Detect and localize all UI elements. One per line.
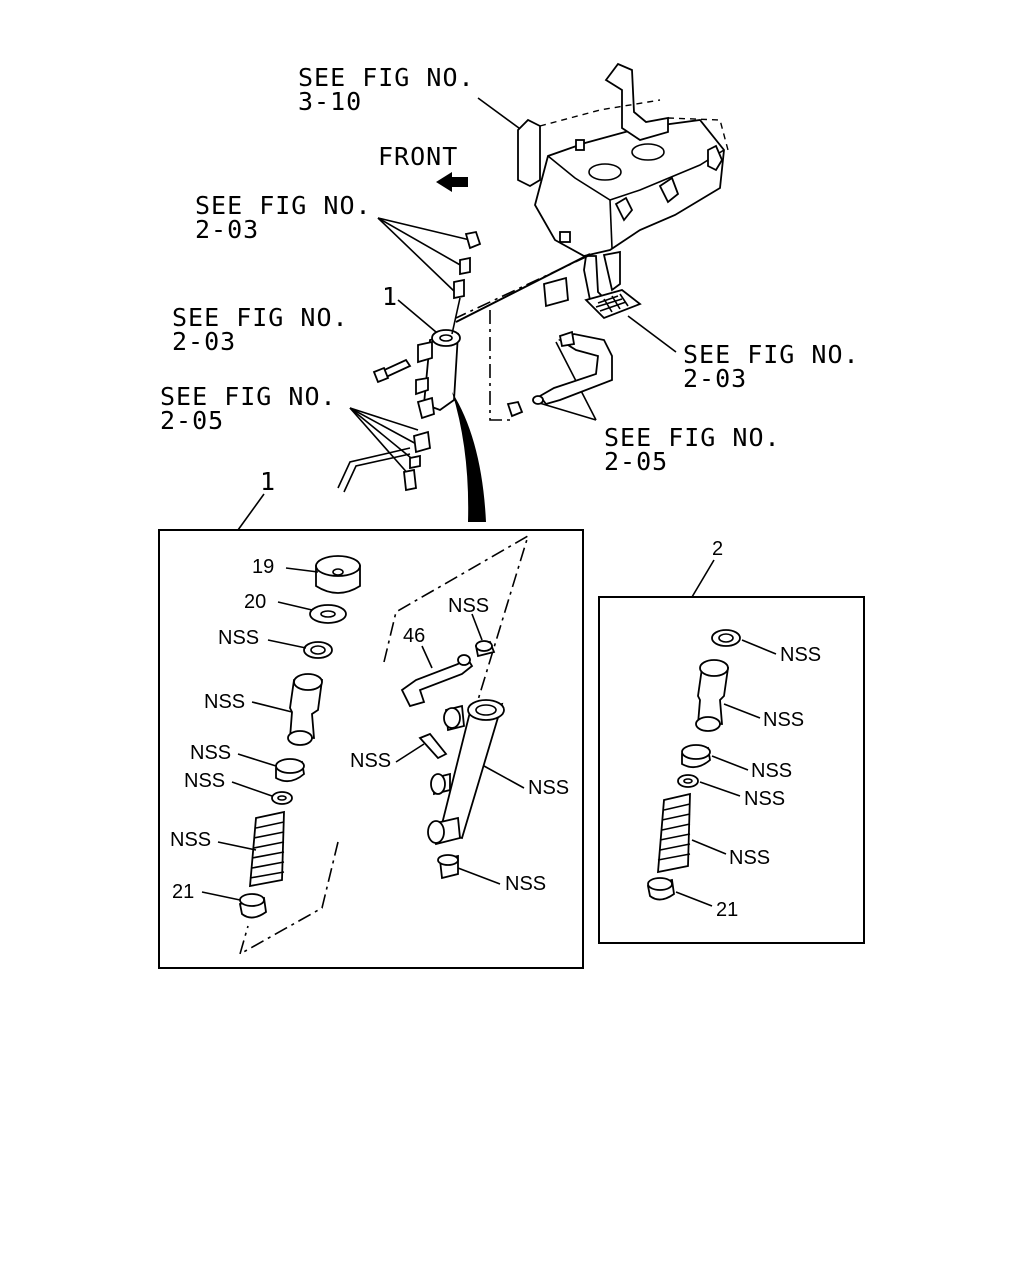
box1-cylinder-body xyxy=(400,640,505,880)
leaders-fig-2-05-left xyxy=(349,407,421,477)
ref-fig-2-03-top[interactable]: SEE FIG NO. 2-03 xyxy=(195,191,372,244)
push-rod xyxy=(455,253,591,323)
label-nss-box1-top: NSS xyxy=(448,595,489,617)
front-arrow-icon xyxy=(436,172,468,192)
label-nss-box2-d: NSS xyxy=(744,788,785,810)
front-indicator: FRONT xyxy=(378,142,468,192)
leader-fig-2-03-right xyxy=(627,315,677,353)
ref-fig-2-03-right[interactable]: SEE FIG NO. 2-03 xyxy=(683,340,860,393)
box1-labels: 19 20 NSS NSS NSS NSS NSS 21 NSS 46 NSS … xyxy=(170,556,569,903)
ref-fig-2-03-mid-title: SEE FIG NO. xyxy=(172,303,349,332)
label-part-46: 46 xyxy=(403,625,425,647)
detail-box-1 xyxy=(158,529,584,969)
callout-main-assembly: 1 xyxy=(382,282,398,311)
ref-fig-3-10-title: SEE FIG NO. xyxy=(298,63,475,92)
leader-main-assembly xyxy=(397,299,437,333)
box2-labels: NSS NSS NSS NSS NSS 21 xyxy=(675,639,821,921)
ref-fig-2-03-mid[interactable]: SEE FIG NO. 2-03 xyxy=(172,303,349,356)
ref-fig-2-05-right-title: SEE FIG NO. xyxy=(604,423,781,452)
label-nss-box1-c: NSS xyxy=(190,742,231,764)
box1-left-stack xyxy=(238,555,361,919)
label-nss-box1-body: NSS xyxy=(528,777,569,799)
ref-fig-2-05-left-number: 2-05 xyxy=(160,406,224,435)
label-part-21-box2: 21 xyxy=(716,899,738,921)
leaders-fig-2-03-top xyxy=(377,217,471,293)
leader-detail-box-1 xyxy=(237,493,265,531)
reservoir-hose-illustration xyxy=(506,330,613,418)
ref-fig-3-10[interactable]: SEE FIG NO. 3-10 xyxy=(298,63,475,116)
label-nss-box2-b: NSS xyxy=(763,709,804,731)
detail-box-2 xyxy=(598,596,865,944)
label-nss-box1-pin: NSS xyxy=(350,750,391,772)
callout-detail-box-2: 2 xyxy=(712,538,723,560)
callout-detail-box-1: 1 xyxy=(260,467,276,496)
front-label: FRONT xyxy=(378,142,458,171)
detail-box-1-dash-lines xyxy=(238,534,530,956)
ref-fig-2-03-right-number: 2-03 xyxy=(683,364,747,393)
label-nss-box2-c: NSS xyxy=(751,760,792,782)
label-nss-box1-a: NSS xyxy=(218,627,259,649)
ref-fig-2-05-right-number: 2-05 xyxy=(604,447,668,476)
ref-fig-3-10-number: 3-10 xyxy=(298,87,362,116)
ref-fig-2-05-left-title: SEE FIG NO. xyxy=(160,382,337,411)
leader-detail-box-2 xyxy=(691,559,715,598)
ref-fig-2-03-top-number: 2-03 xyxy=(195,215,259,244)
label-part-20: 20 xyxy=(244,591,266,613)
label-part-21-box1: 21 xyxy=(172,881,194,903)
label-nss-box2-a: NSS xyxy=(780,644,821,666)
label-nss-box2-e: NSS xyxy=(729,847,770,869)
ref-fig-2-03-mid-number: 2-03 xyxy=(172,327,236,356)
ref-fig-2-03-right-title: SEE FIG NO. xyxy=(683,340,860,369)
ref-fig-2-03-top-title: SEE FIG NO. xyxy=(195,191,372,220)
label-nss-box1-b: NSS xyxy=(204,691,245,713)
ref-fig-2-05-left[interactable]: SEE FIG NO. 2-05 xyxy=(160,382,337,435)
label-nss-box1-d: NSS xyxy=(184,770,225,792)
label-nss-box1-bottom: NSS xyxy=(505,873,546,895)
box2-stack xyxy=(646,629,741,901)
master-cylinder-illustration xyxy=(337,230,482,493)
label-nss-box1-e: NSS xyxy=(170,829,211,851)
label-part-19: 19 xyxy=(252,556,274,578)
detail-pointer-arrow xyxy=(452,392,486,522)
ref-fig-2-05-right[interactable]: SEE FIG NO. 2-05 xyxy=(604,423,781,476)
